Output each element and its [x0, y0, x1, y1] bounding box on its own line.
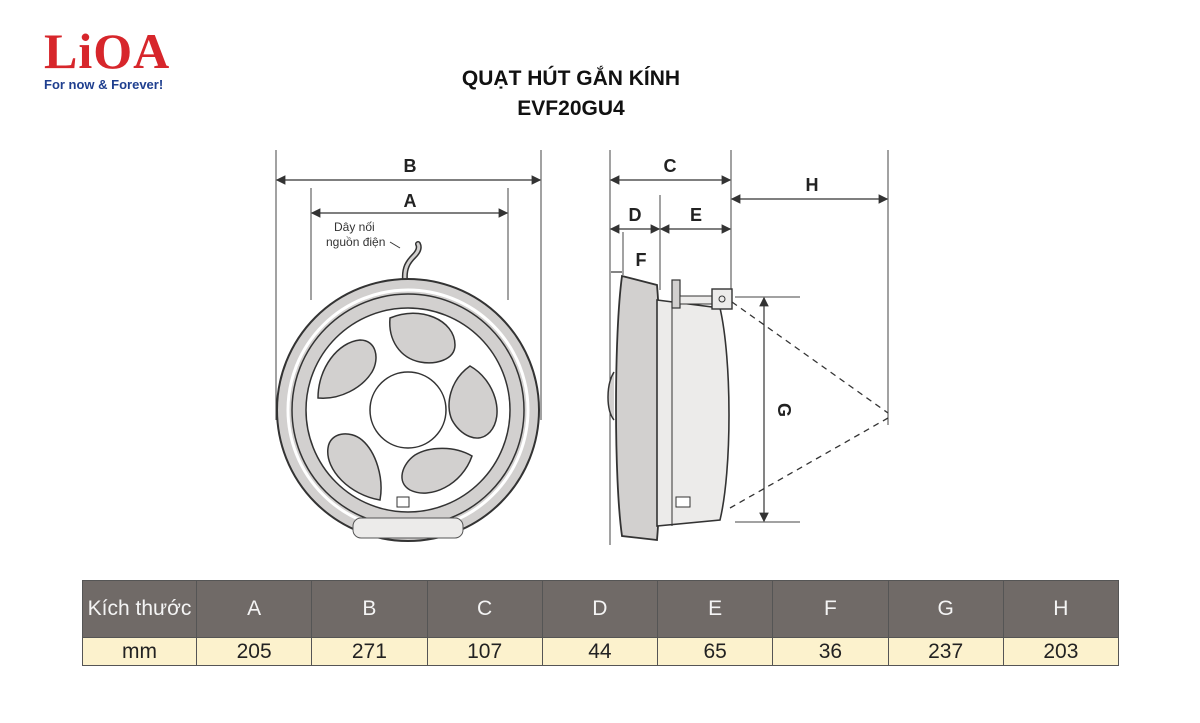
fan-blades: [317, 312, 498, 501]
fan-blade: [327, 433, 382, 501]
label-d: D: [629, 205, 642, 225]
logo-text: LiOA: [44, 23, 171, 79]
brand-logo: LiOA For now & Forever!: [44, 26, 204, 92]
label-h: H: [806, 175, 819, 195]
title-model: EVF20GU4: [517, 97, 625, 120]
value-cell: 271: [311, 637, 428, 666]
value-cell: 107: [426, 637, 543, 666]
column-header: G: [887, 580, 1004, 638]
bottom-grip: [352, 517, 464, 539]
value-cell: 65: [656, 637, 774, 666]
cord-label-line2: nguồn điện: [326, 235, 385, 249]
fan-blade: [389, 312, 456, 364]
label-b: B: [404, 156, 417, 176]
value-cell: 203: [1002, 637, 1120, 666]
title-line-1: QUẠT HÚT GẮN KÍNH: [461, 67, 681, 90]
header-label-cell: Kích thước: [82, 580, 197, 638]
column-header: H: [1002, 580, 1120, 638]
mount-bolt: [671, 279, 681, 309]
label-e: E: [690, 205, 702, 225]
unit-cell: mm: [82, 637, 197, 666]
cord-label-line1: Dây nối: [334, 220, 375, 234]
column-header: A: [195, 580, 313, 638]
column-header: E: [656, 580, 774, 638]
label-g: G: [774, 403, 794, 417]
column-header: F: [772, 580, 889, 638]
fan-blade: [448, 365, 498, 439]
label-a: A: [404, 191, 417, 211]
table-header-row: Kích thước A B C D E F G H: [82, 580, 1120, 638]
label-c: C: [664, 156, 677, 176]
power-cord: [401, 241, 422, 283]
side-motor-housing: [656, 299, 730, 527]
header-label: Kích thước: [87, 597, 192, 620]
product-title: QUẠT HÚT GẮN KÍNH EVF20GU4: [371, 64, 771, 124]
value-cell: 44: [541, 637, 659, 666]
column-header: B: [311, 580, 428, 638]
table-value-row: mm 205 271 107 44 65 36 237 203: [82, 637, 1120, 666]
mount-bracket: [711, 288, 733, 310]
value-cell: 36: [772, 637, 889, 666]
fan-hub: [369, 371, 447, 449]
value-cell: 237: [887, 637, 1004, 666]
column-header: C: [426, 580, 543, 638]
front-view: B A Dây nối nguồn điện: [275, 150, 542, 542]
side-view: C D E F H G: [607, 150, 889, 545]
louver-swing-bottom: [729, 417, 889, 509]
louver-swing-top: [731, 301, 889, 414]
dimension-table: Kích thước A B C D E F G H mm 205 271 10…: [82, 580, 1120, 666]
side-front-plate: [615, 274, 662, 541]
fan-blade: [317, 339, 377, 399]
value-cell: 205: [195, 637, 313, 666]
cord-leader-line: [389, 241, 401, 249]
label-f: F: [636, 250, 647, 270]
logo-tagline: For now & Forever!: [44, 77, 164, 92]
fan-blade: [401, 447, 473, 494]
column-header: D: [541, 580, 659, 638]
